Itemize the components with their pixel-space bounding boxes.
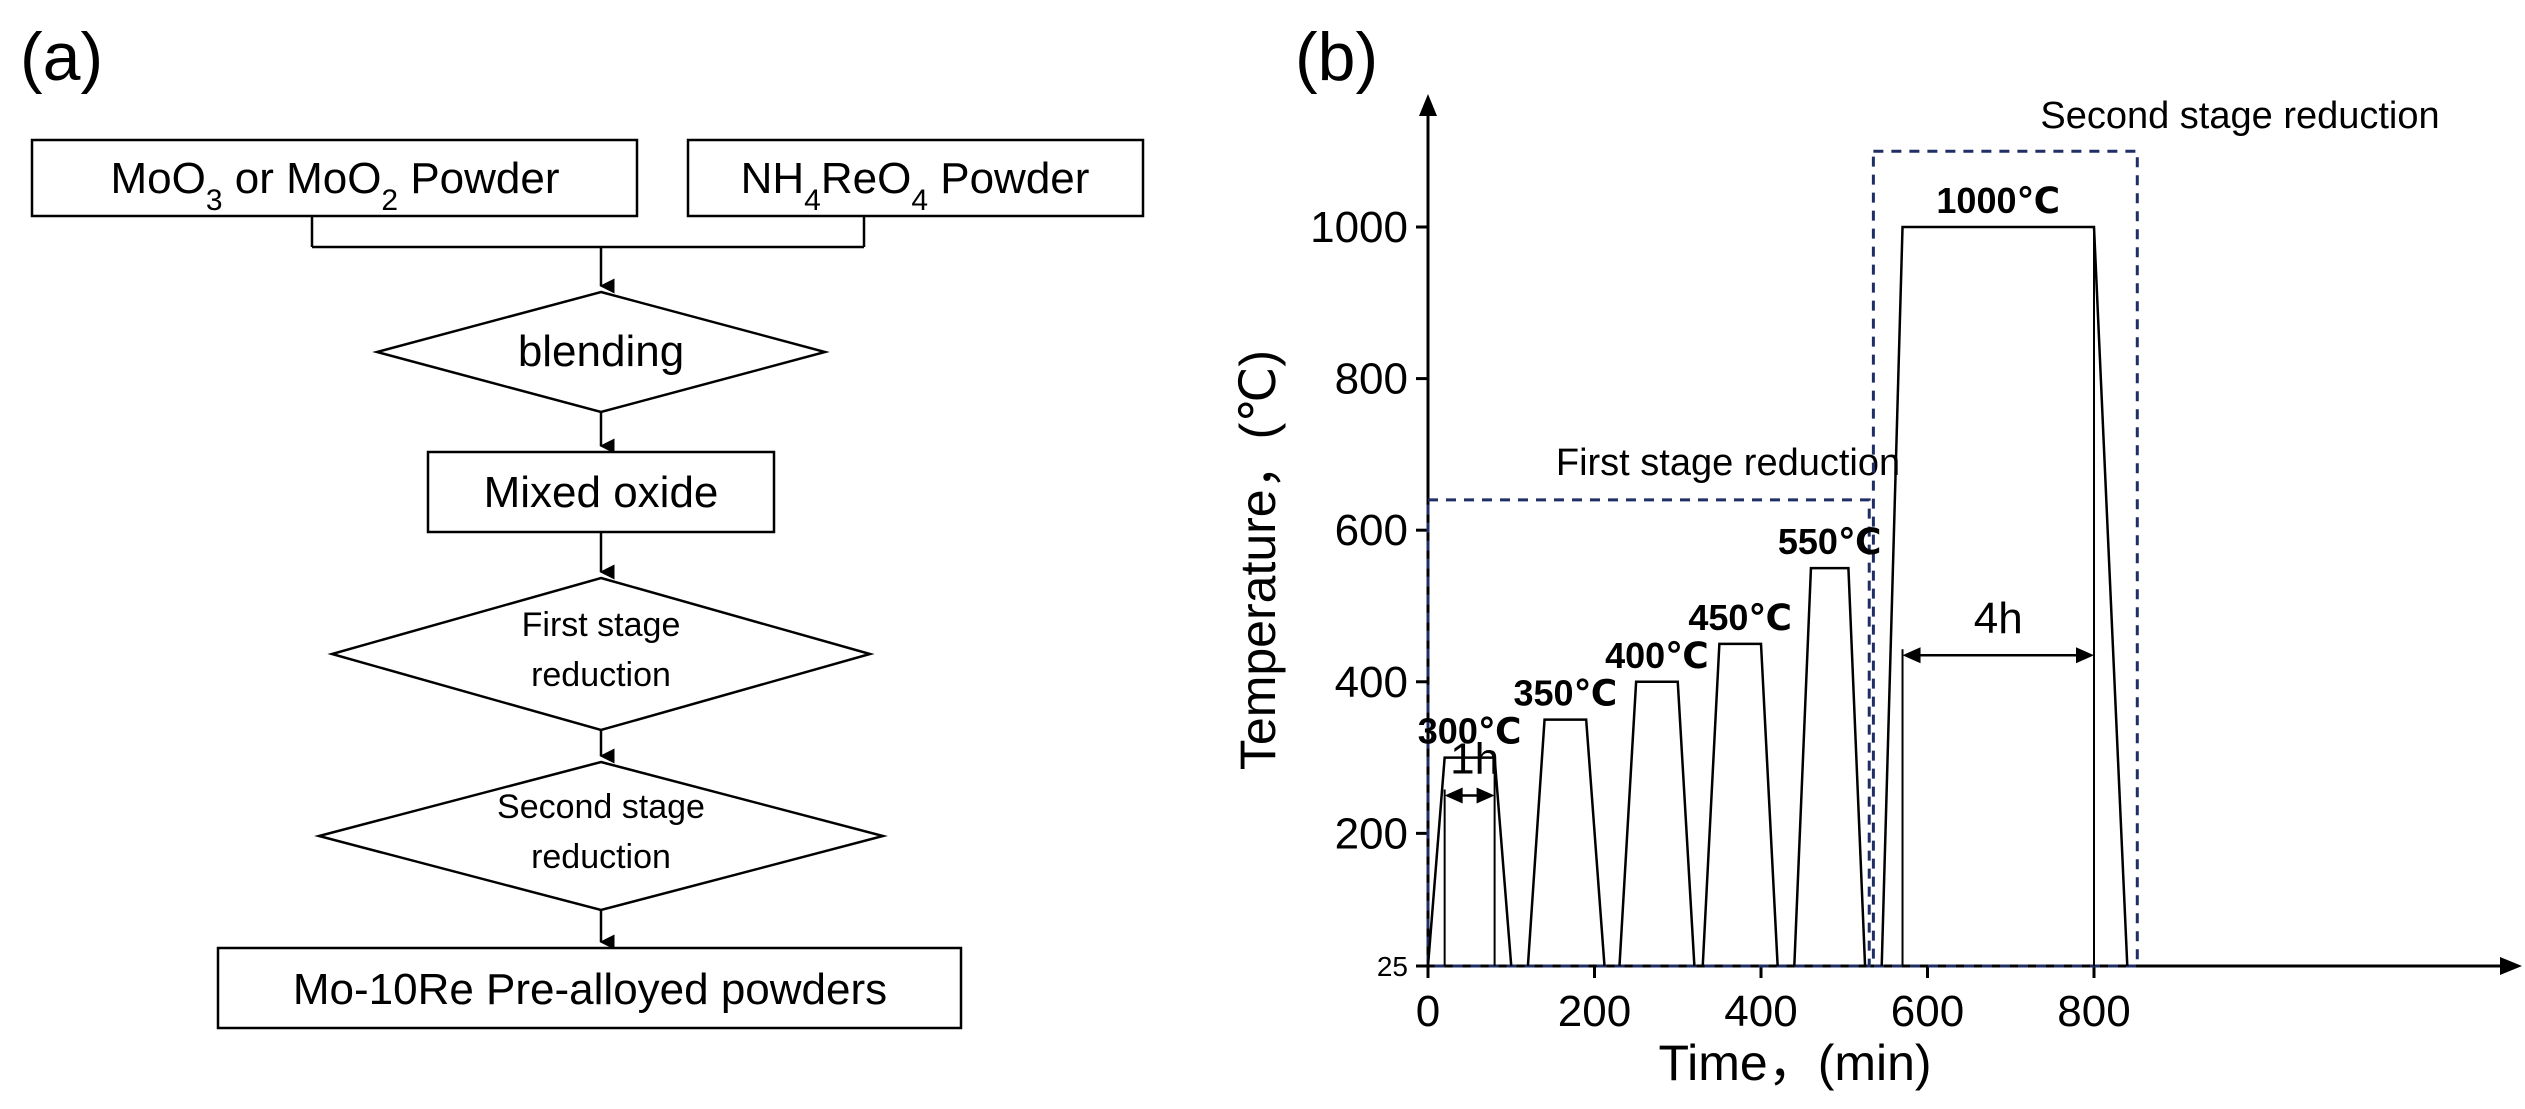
duration-arrowhead-left bbox=[1902, 647, 1921, 664]
x-tick-label: 0 bbox=[1416, 987, 1440, 1036]
duration-arrowhead-left bbox=[1444, 787, 1463, 804]
stage-region-box bbox=[1426, 498, 1871, 968]
stage-region-label: Second stage reduction bbox=[2040, 95, 2439, 137]
input-right-label: NH4ReO4 Powder bbox=[741, 154, 1090, 217]
temperature-step-profile bbox=[1880, 225, 2129, 967]
y-tick-label: 400 bbox=[1335, 658, 1408, 707]
duration-label: 4h bbox=[1974, 594, 2023, 643]
y-tick-label: 600 bbox=[1335, 506, 1408, 555]
mixed-oxide-label: Mixed oxide bbox=[484, 468, 719, 517]
duration-arrowhead-right bbox=[2076, 647, 2094, 664]
stage-region-box bbox=[1871, 149, 2139, 968]
x-tick-label: 600 bbox=[1891, 987, 1964, 1036]
temperature-step-label: 550℃ bbox=[1778, 521, 1882, 562]
y-axis-title: Temperature，(℃) bbox=[1230, 350, 1286, 770]
x-tick-label: 400 bbox=[1724, 987, 1797, 1036]
input-merge-connector bbox=[310, 216, 866, 294]
first-stage-diamond bbox=[327, 576, 875, 732]
temperature-step-profile bbox=[1701, 642, 1779, 967]
output-box bbox=[216, 946, 963, 1030]
y-tick-label: 25 bbox=[1377, 951, 1408, 982]
x-tick-label: 200 bbox=[1558, 987, 1631, 1036]
temperature-step-profile bbox=[1526, 718, 1606, 967]
duration-markers: 1h 4h bbox=[1443, 227, 2095, 966]
temperature-chart: 0 200 400 600 800 25 200 400 600 800 1000Time，(min… bbox=[1230, 94, 2522, 1091]
panel-label-a: (a) bbox=[20, 19, 103, 95]
y-tick-label: 1000 bbox=[1310, 203, 1408, 252]
y-axis-arrow bbox=[1419, 94, 1437, 116]
chart-axes: 0 200 400 600 800 25 200 400 600 800 1000Time，(min… bbox=[1230, 94, 2522, 1091]
temperature-step-label: 1000℃ bbox=[1936, 180, 2060, 221]
x-axis-arrow bbox=[2500, 957, 2522, 975]
stage-regions: First stage reduction Second stage reduct… bbox=[1426, 95, 2440, 968]
temperature-step-profile bbox=[1793, 566, 1867, 967]
temperature-step-label: 350℃ bbox=[1514, 673, 1618, 714]
second-stage-label-line2: reduction bbox=[531, 838, 671, 876]
input-left-box bbox=[30, 138, 639, 218]
flowchart: MoO3 or MoO2 Powder NH4ReO4 Powder blend… bbox=[30, 138, 1145, 1030]
stage-region-label: First stage reduction bbox=[1556, 442, 1900, 484]
first-stage-label-line1: First stage bbox=[522, 606, 681, 644]
temperature-step-label: 400℃ bbox=[1605, 635, 1709, 676]
output-label: Mo-10Re Pre-alloyed powders bbox=[293, 965, 887, 1014]
duration-label: 1h bbox=[1450, 734, 1499, 783]
duration-arrowhead-right bbox=[1476, 787, 1495, 804]
y-tick-label: 800 bbox=[1335, 355, 1408, 404]
x-axis-title: Time，(min) bbox=[1658, 1035, 1931, 1091]
temperature-step-profile bbox=[1426, 756, 1513, 967]
temperature-step-label: 300℃ bbox=[1418, 711, 1522, 752]
temperature-step-profile bbox=[1618, 680, 1696, 967]
second-stage-label-line1: Second stage bbox=[497, 788, 705, 826]
blending-label: blending bbox=[518, 327, 684, 376]
first-stage-label-line2: reduction bbox=[531, 656, 671, 694]
x-tick-label: 800 bbox=[2057, 987, 2130, 1036]
input-right-box bbox=[686, 138, 1145, 218]
second-stage-diamond bbox=[314, 760, 888, 912]
temperature-profiles bbox=[1426, 225, 2129, 967]
temperature-step-label: 450℃ bbox=[1688, 597, 1792, 638]
y-tick-label: 200 bbox=[1335, 809, 1408, 858]
input-left-label: MoO3 or MoO2 Powder bbox=[110, 154, 559, 217]
panel-label-b: (b) bbox=[1295, 19, 1378, 95]
